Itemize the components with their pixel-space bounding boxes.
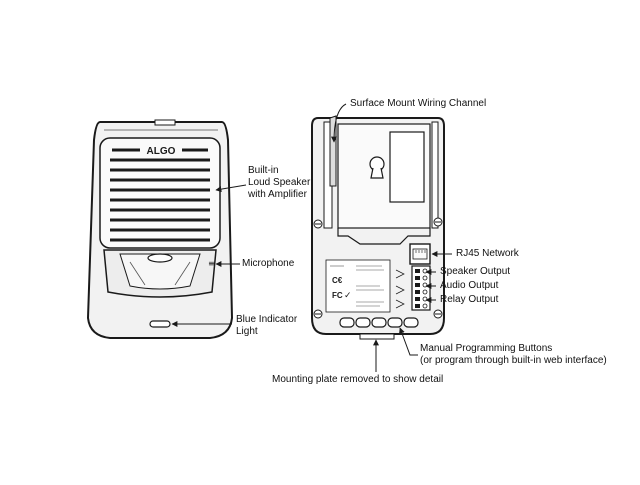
- check-mark-icon: ✓: [344, 290, 352, 300]
- label-microphone: Microphone: [242, 258, 295, 269]
- label-rj45: RJ45 Network: [456, 248, 519, 259]
- keyhole-mount: [369, 156, 385, 179]
- svg-text:≡: ≡: [208, 259, 215, 268]
- label-speaker: Built-in Loud Speaker with Amplifier: [248, 165, 311, 200]
- screw-icon: [313, 217, 443, 319]
- programming-buttons: [339, 317, 419, 328]
- fc-mark-icon: FC: [332, 291, 343, 300]
- label-buttons: Manual Programming Buttons (or program t…: [420, 343, 607, 366]
- label-audio-output: Audio Output: [440, 280, 499, 291]
- label-indicator: Blue Indicator Light: [236, 314, 298, 337]
- back-leaders: [331, 103, 452, 372]
- terminal-block: [411, 265, 431, 311]
- label-speaker-output: Speaker Output: [440, 266, 511, 277]
- speaker-grille-slots: [110, 148, 210, 242]
- rj45-jack-icon: [409, 243, 431, 265]
- brand-logo: ALGO: [147, 146, 176, 157]
- front-device: ALGO ≡: [86, 119, 234, 339]
- microphone-port: [147, 253, 173, 263]
- label-wiring-channel: Surface Mount Wiring Channel: [350, 98, 487, 109]
- blue-indicator-light: [149, 320, 171, 328]
- back-device: C€ FC ✓: [311, 115, 445, 340]
- label-relay-output: Relay Output: [440, 294, 499, 305]
- front-leaders: [171, 184, 247, 327]
- ce-mark-icon: C€: [332, 276, 343, 285]
- label-mounting: Mounting plate removed to show detail: [272, 374, 444, 385]
